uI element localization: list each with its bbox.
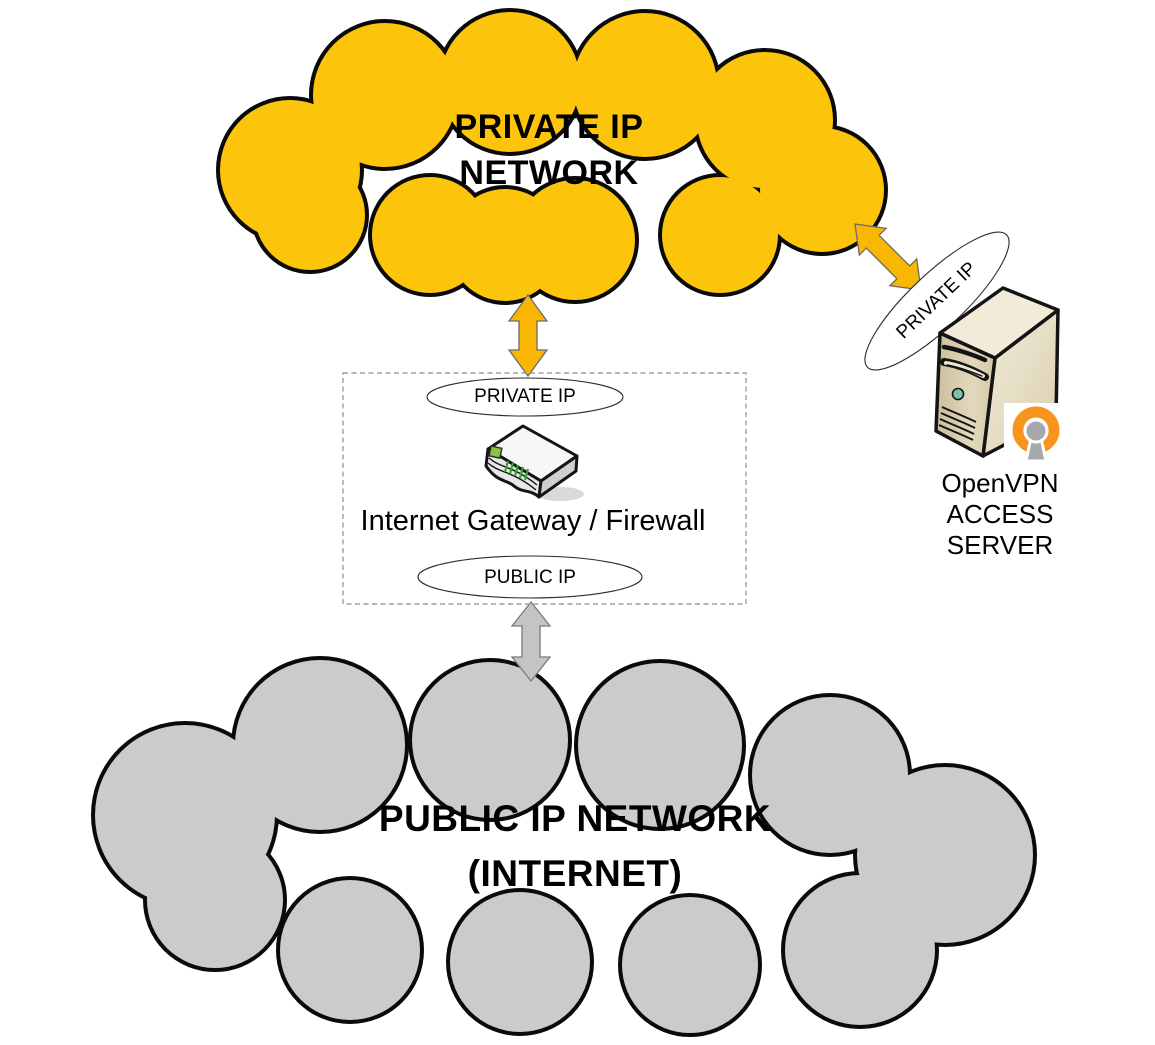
gateway-public-ip-ellipse [417,555,643,599]
router-icon [484,424,584,501]
vpnserver-name-line1: OpenVPN [941,468,1059,498]
arrow-private-to-gateway [507,293,549,378]
server-tower-icon [934,286,1060,458]
arrow-gateway-to-internet [510,600,552,683]
vpnserver-name-line3: SERVER [946,530,1054,560]
openvpn-keyhole-head [1023,418,1049,444]
arrow-private-to-vpnserver [854,223,922,291]
private-network-label-line1: PRIVATE IP [454,108,644,146]
vpnserver-name-line2: ACCESS [946,499,1054,529]
public-network-label-line2: (INTERNET) [467,853,683,894]
router-led-ticks [503,460,530,481]
gateway-private-ip-label: PRIVATE IP [474,386,576,407]
public-network-label: PUBLIC IP NETWORK (INTERNET) [325,791,825,901]
gateway-device-label: Internet Gateway / Firewall [360,505,706,537]
gateway-boundary-box [342,372,747,605]
private-network-label-line2: NETWORK [459,154,639,192]
server-vents [938,406,977,441]
vpnserver-name-label: OpenVPN ACCESS SERVER [900,468,1100,561]
openvpn-logo [1004,403,1066,463]
public-network-label-line1: PUBLIC IP NETWORK [378,798,772,839]
server-power-led [951,387,965,401]
gateway-private-ip-ellipse [426,377,624,417]
gateway-public-ip-label: PUBLIC IP [484,567,576,588]
private-network-label: PRIVATE IP NETWORK [349,104,749,196]
